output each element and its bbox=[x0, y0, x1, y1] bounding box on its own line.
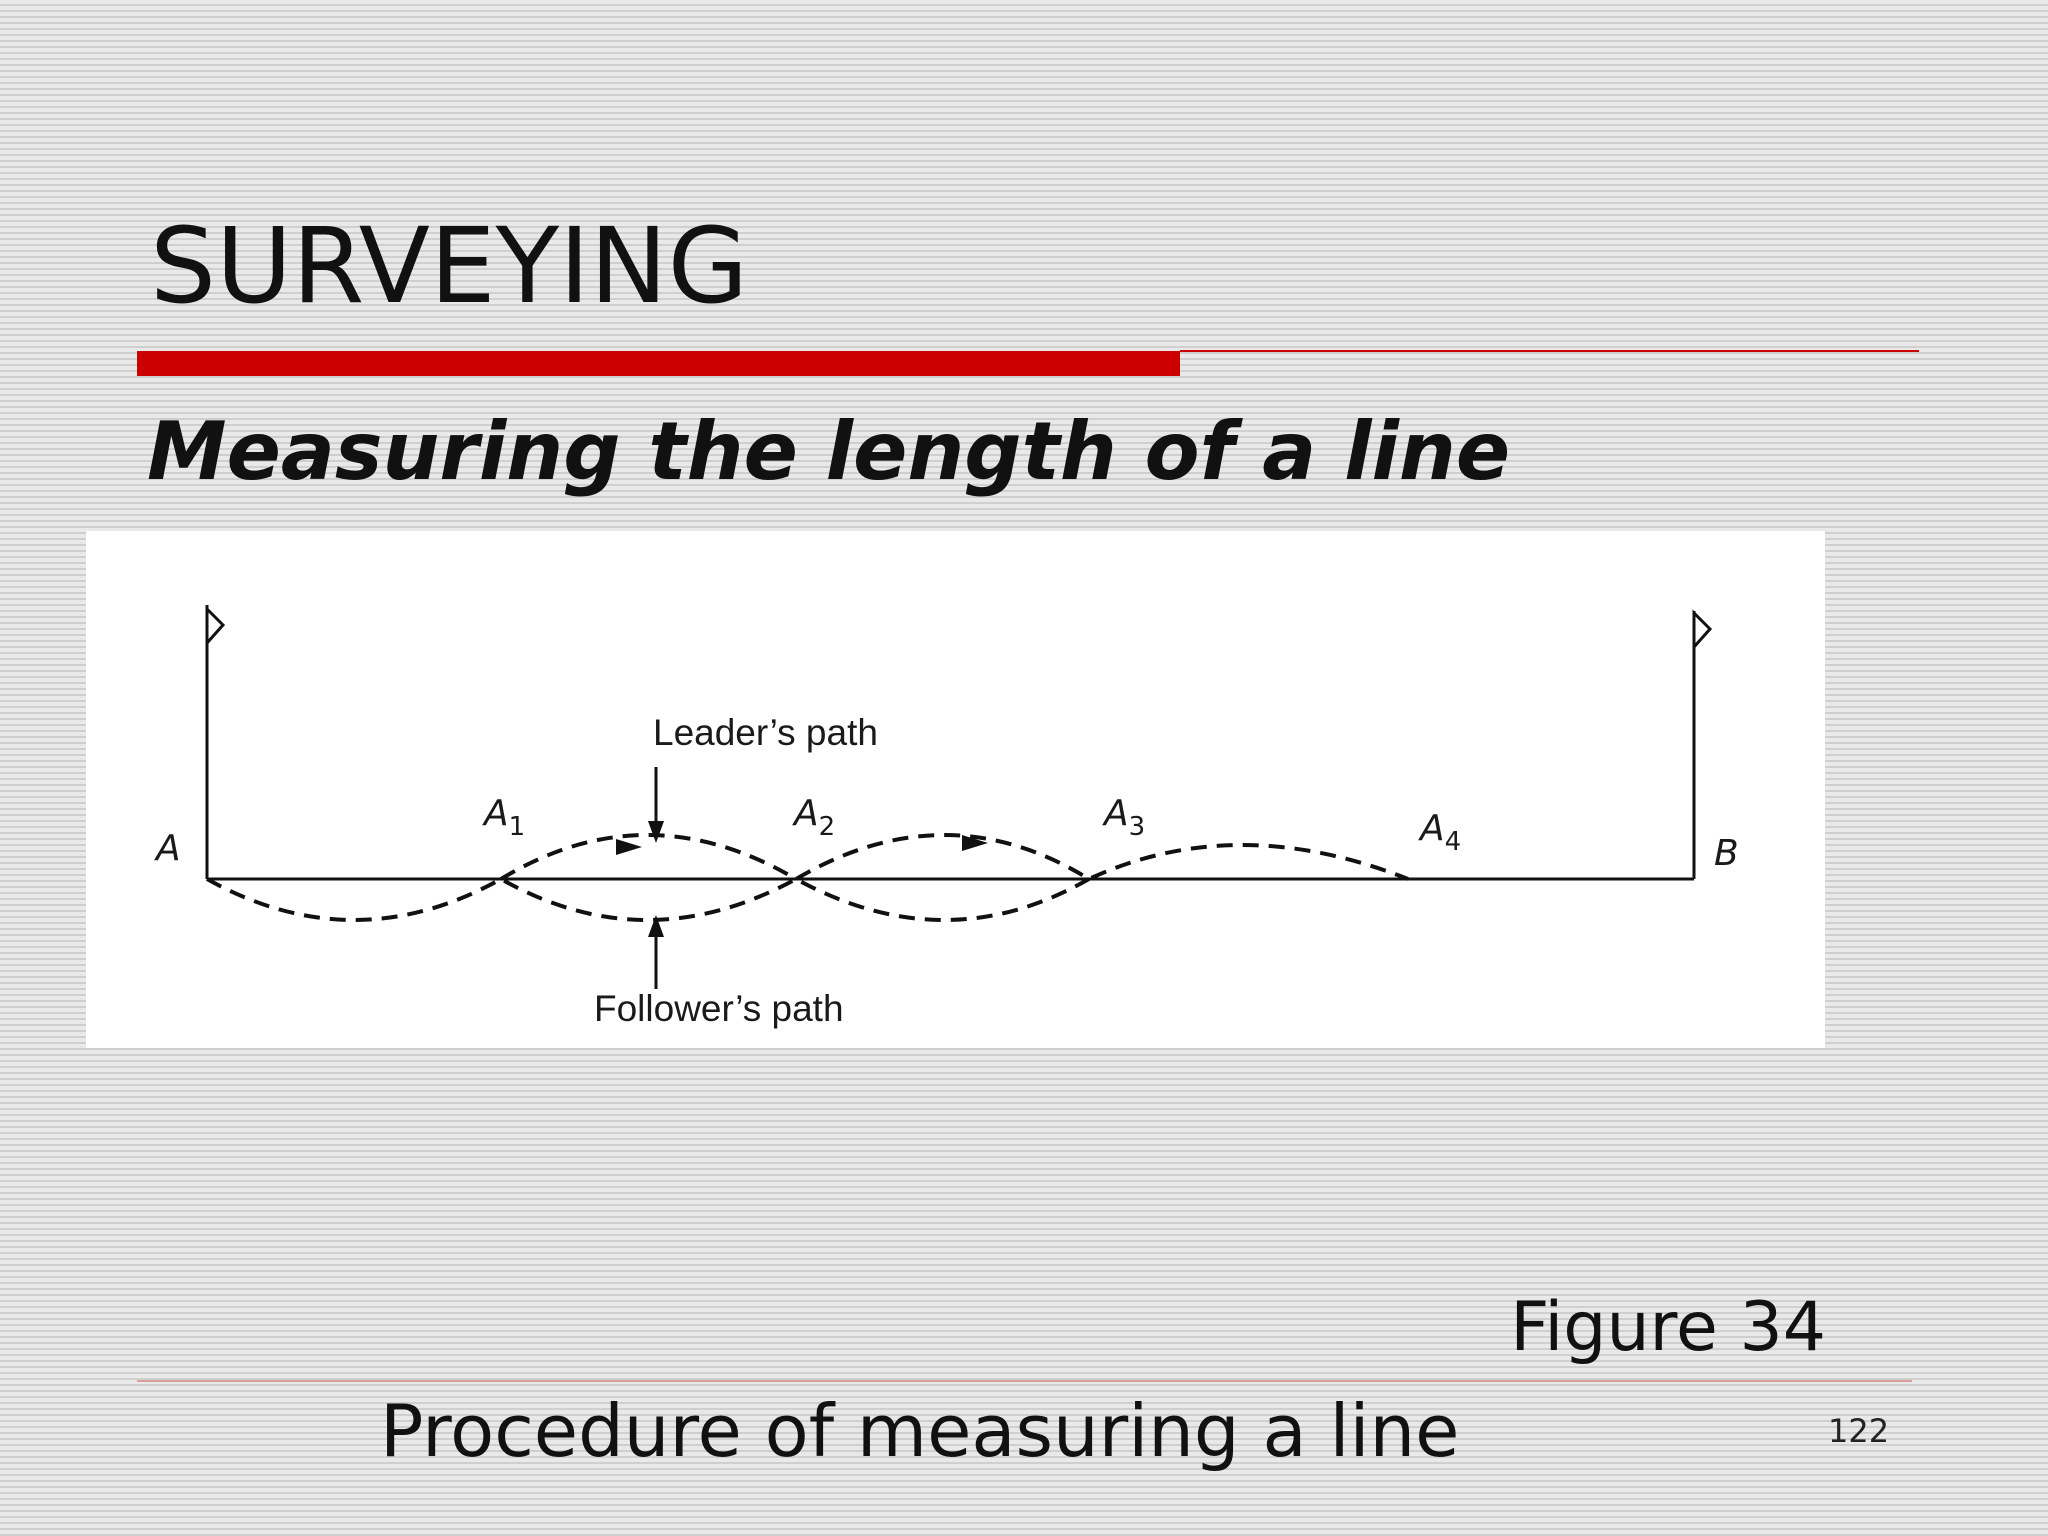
page-number: 122 bbox=[1828, 1412, 1890, 1450]
footer-divider bbox=[137, 1380, 1912, 1382]
figure-caption: Procedure of measuring a line bbox=[380, 1389, 1460, 1473]
flag-b-icon bbox=[1692, 609, 1713, 651]
slide-subtitle: Measuring the length of a line bbox=[147, 405, 1511, 498]
leader-path bbox=[499, 833, 1409, 882]
leader-arrow-2-icon bbox=[962, 835, 988, 851]
slide-title: SURVEYING bbox=[150, 205, 749, 327]
point-a2-label: A2 bbox=[792, 793, 835, 842]
figure-panel: Leader’s path Follower’s path A B A1 A2 … bbox=[86, 531, 1825, 1048]
follower-pointer-arrow-icon bbox=[648, 915, 664, 937]
point-a3-label: A3 bbox=[1102, 793, 1145, 842]
flag-a-icon bbox=[205, 605, 226, 647]
leader-arrow-1-icon bbox=[616, 839, 642, 855]
point-a-label: A bbox=[154, 828, 181, 869]
point-a1-label: A1 bbox=[482, 793, 525, 842]
point-b-label: B bbox=[1714, 833, 1739, 874]
line-measurement-diagram: Leader’s path Follower’s path A B A1 A2 … bbox=[154, 605, 1739, 1029]
figure-number: Figure 34 bbox=[1510, 1288, 1826, 1367]
leader-path-label: Leader’s path bbox=[653, 712, 878, 753]
leader-pointer-arrow-icon bbox=[648, 821, 664, 843]
title-accent-bar bbox=[137, 351, 1180, 376]
follower-path-label: Follower’s path bbox=[594, 988, 844, 1029]
title-accent-line bbox=[1180, 350, 1919, 352]
point-a4-label: A4 bbox=[1418, 808, 1461, 857]
follower-path bbox=[206, 876, 1090, 922]
